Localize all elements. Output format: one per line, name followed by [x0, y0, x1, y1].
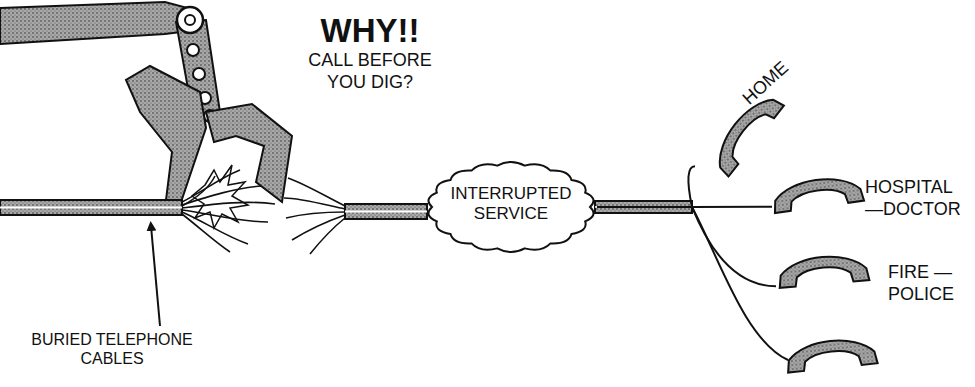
part-label: BURIED TELEPHONE CABLES: [22, 330, 202, 368]
cable-stripe: [345, 211, 427, 213]
handset-shape: [777, 244, 870, 288]
node-text: HOSPITAL —DOCTOR: [865, 177, 973, 220]
telephone-handset: FIRE —POLICE: [776, 242, 975, 307]
impact-burst: [192, 165, 248, 228]
telephone-handset: HOME: [695, 70, 825, 182]
arm-rivet: [187, 44, 199, 56]
leader-arrow: [151, 226, 160, 326]
handset-cord: [692, 207, 788, 360]
node-text: FIRE —POLICE: [888, 262, 973, 305]
node-text: INTERRUPTED SERVICE: [443, 184, 579, 225]
cable-stripe: [0, 207, 182, 209]
frayed-wires: [284, 178, 345, 254]
telephone-cable: [595, 201, 692, 213]
telephone-handset: [785, 336, 877, 372]
handset-shape: [770, 165, 864, 213]
frayed-wires: [182, 170, 275, 252]
slogan-text: CALL BEFORE YOU DIG?: [300, 50, 440, 93]
telephone-cable: [0, 200, 182, 215]
excavator-arm: [0, 2, 198, 44]
handset-outline: [777, 253, 869, 288]
handset-outline: [771, 174, 864, 213]
cable-stripe: [595, 206, 692, 208]
handset-cord: [597, 206, 772, 208]
cloud-outline-path: [428, 162, 593, 252]
handset-cord: [597, 166, 695, 207]
arm-joint: [177, 7, 203, 33]
claw-jaw: [126, 66, 206, 205]
arm-joint: [185, 15, 195, 25]
cloud-shape: INTERRUPTED SERVICE: [425, 158, 597, 256]
title-text: WHY!!: [290, 12, 450, 50]
telephone-handset: HOSPITAL —DOCTOR: [772, 165, 975, 237]
handset-cord: [597, 207, 776, 286]
telephone-cable: [345, 204, 427, 219]
arm-rivet: [193, 68, 205, 80]
